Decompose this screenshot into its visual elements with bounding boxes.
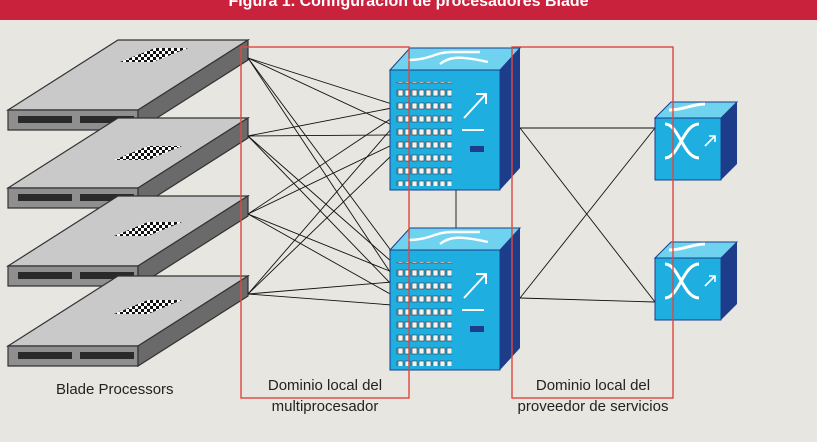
- edge-switch-icon: [653, 240, 739, 322]
- blade-server-icon: [7, 195, 249, 287]
- zone-multiprocessor-box: [240, 46, 410, 399]
- blade-server-icon: [7, 117, 249, 209]
- connection-lines: [247, 57, 656, 306]
- zone-provider-line1: Dominio local del: [535, 377, 651, 394]
- zone-multiprocessor-label: Dominio local del multiprocesador: [241, 375, 409, 417]
- edge-switch-icon: [653, 100, 739, 182]
- blade-server-icon: [7, 275, 249, 367]
- blade-processors-label: Blade Processors: [56, 381, 174, 398]
- figure-title: Figura 1. Configuración de procesadores …: [228, 0, 589, 10]
- zone-provider-label: Dominio local del proveedor de servicios: [493, 375, 693, 417]
- zone-multiprocessor-line2: multiprocesador: [271, 398, 379, 415]
- zone-provider-box: [511, 46, 674, 399]
- blade-server-icon: [7, 39, 249, 131]
- zone-provider-line2: proveedor de servicios: [517, 398, 669, 415]
- zone-multiprocessor-line1: Dominio local del: [267, 377, 383, 394]
- figure-title-bar: Figura 1. Configuración de procesadores …: [0, 0, 817, 20]
